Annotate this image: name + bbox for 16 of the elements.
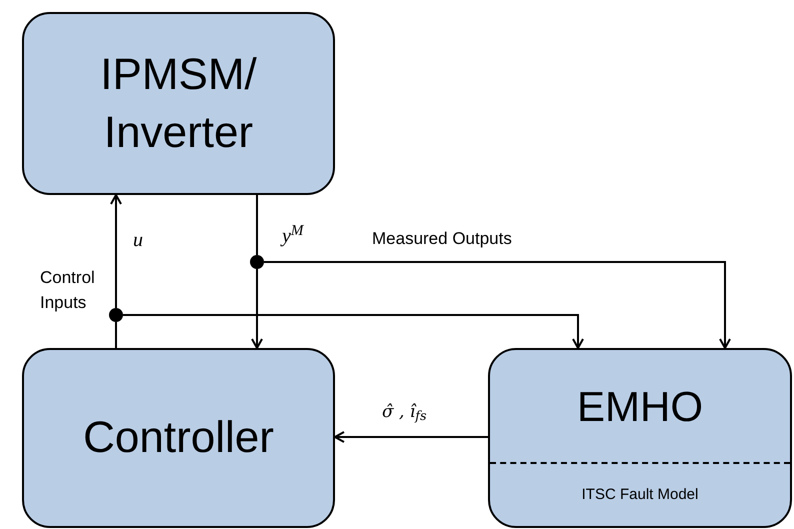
- arrow: [334, 431, 488, 443]
- edge-label: σ̂ , ı̂$_{fs}$: [382, 404, 427, 421]
- box-subtitle: ITSC Fault Model: [582, 484, 698, 505]
- box-title: IPMSM/ Inverter: [99, 49, 258, 158]
- edge-label: Measured Outputs: [372, 230, 512, 247]
- arrow: [251, 269, 263, 349]
- arrow: [264, 261, 731, 349]
- process-box: [488, 348, 792, 528]
- process-box: [22, 348, 335, 528]
- arrow: [110, 194, 122, 308]
- signal-label: Control Inputs: [40, 267, 96, 314]
- process-box: [22, 12, 335, 195]
- box-title: Controller: [82, 412, 275, 464]
- box-title: EMHO: [577, 382, 703, 432]
- edge-label: y$^{M}$: [282, 226, 304, 246]
- arrow: [123, 314, 584, 349]
